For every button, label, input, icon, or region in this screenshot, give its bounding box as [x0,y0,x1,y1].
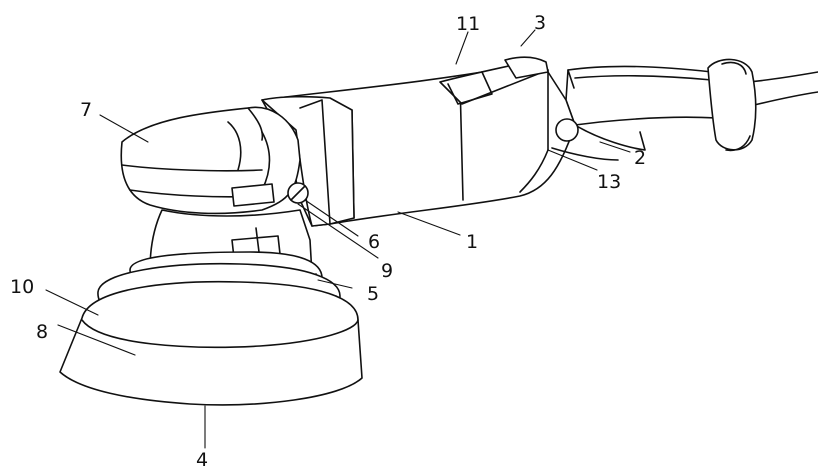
leader-11 [455,31,469,65]
leader-3 [520,29,536,47]
leader-8 [57,324,136,356]
callout-5: 5 [367,283,379,305]
callout-3: 3 [534,12,546,34]
callout-8: 8 [36,321,48,343]
leader-5 [317,279,353,289]
leader-1 [397,211,461,236]
trigger-button [551,118,619,161]
callout-labels: 1 2 3 4 5 6 7 8 9 10 11 13 [10,12,646,468]
leader-2 [599,141,631,153]
cable-strain-relief [707,58,757,152]
callout-13: 13 [597,171,621,193]
label-plate-upper [231,183,275,207]
leader-6 [304,199,359,237]
backing-pad [59,280,363,406]
callout-4: 4 [196,449,208,468]
spindle-lock-button [287,182,309,204]
leader-9 [297,203,379,259]
callout-6: 6 [368,231,380,253]
leader-lines [45,29,631,449]
callout-1: 1 [466,231,478,253]
lock-switch [504,56,549,79]
leader-10 [45,289,99,316]
leader-13 [547,149,598,171]
leader-7 [99,114,149,143]
rear-handle [565,65,717,151]
callout-2: 2 [634,147,646,169]
callout-11: 11 [456,13,480,35]
callout-7: 7 [80,99,92,121]
callout-10: 10 [10,276,34,298]
callout-9: 9 [381,260,393,282]
power-cord [747,71,818,107]
